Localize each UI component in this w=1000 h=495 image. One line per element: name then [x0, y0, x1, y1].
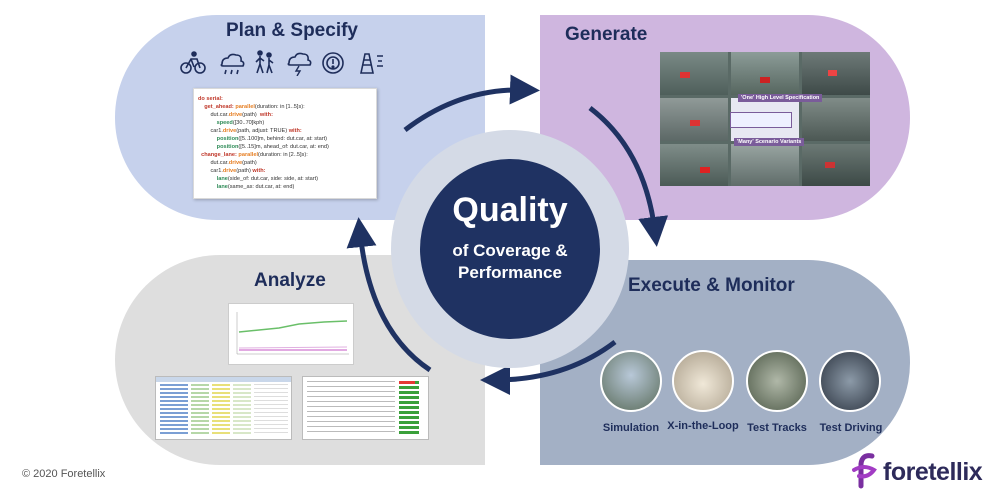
warning-icon	[322, 52, 344, 74]
test-tracks-label: Test Tracks	[747, 422, 807, 434]
test-driving-thumbnail	[819, 350, 881, 412]
arrow-analyze-to-plan	[346, 217, 432, 373]
test-tracks-thumbnail	[746, 350, 808, 412]
quality-subtitle-line2: Performance	[458, 263, 562, 282]
many-variants-label: 'Many' Scenario Variants	[734, 138, 805, 146]
copyright-text: © 2020 Foretellix	[22, 468, 106, 480]
weather-cloud-icon	[220, 53, 245, 75]
scenario-code-block: do serial: get_ahead: parallel(duration:…	[193, 88, 377, 199]
spec-document	[730, 112, 792, 128]
arrow-plan-to-generate	[403, 74, 540, 132]
foretellix-logo-icon	[852, 453, 877, 489]
arrow-generate-to-execute	[588, 106, 669, 247]
simulation-label: Simulation	[602, 422, 660, 434]
scenario-icons	[180, 50, 383, 76]
x-in-the-loop-label: X-in-the-Loop	[667, 420, 739, 432]
bicycle-icon	[180, 51, 206, 74]
execute-monitor-title: Execute & Monitor	[628, 275, 795, 296]
thunderstorm-icon	[287, 52, 312, 76]
results-spreadsheet-thumbnail	[155, 376, 292, 440]
plan-specify-title: Plan & Specify	[226, 20, 358, 41]
analyze-title: Analyze	[254, 270, 326, 291]
arrow-execute-to-analyze	[480, 340, 617, 395]
coverage-report-thumbnail	[302, 376, 429, 440]
quality-center-circle: Quality of Coverage & Performance	[420, 159, 600, 339]
simulation-thumbnail	[600, 350, 662, 412]
test-driving-label: Test Driving	[819, 422, 883, 434]
generate-title: Generate	[565, 24, 648, 45]
one-spec-label: 'One' High Level Specification	[738, 94, 823, 102]
quality-title: Quality	[452, 191, 568, 229]
scenario-variants-image	[660, 52, 870, 186]
quality-subtitle-line1: of Coverage &	[452, 241, 568, 260]
traffic-cone-icon	[360, 53, 383, 74]
pedestrians-icon	[255, 50, 274, 74]
brand-logo-text: foretellix	[883, 458, 983, 486]
coverage-chart-thumbnail	[228, 303, 354, 365]
x-in-the-loop-thumbnail	[672, 350, 734, 412]
